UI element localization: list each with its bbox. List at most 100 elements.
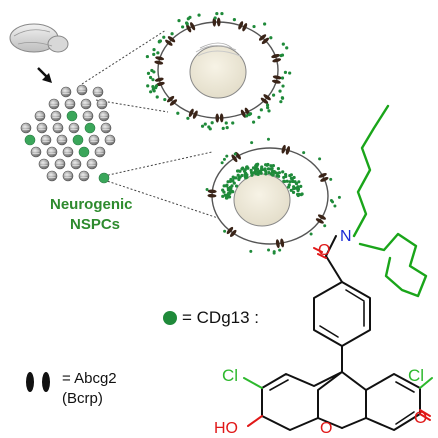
probe-dot: [246, 166, 250, 170]
cell-cluster: [20, 84, 116, 184]
probe-dot: [297, 180, 301, 184]
chlorine-left-label: Cl: [222, 366, 239, 385]
probe-dot: [241, 166, 245, 170]
cluster-cell: [64, 98, 76, 110]
probe-dot: [225, 183, 229, 188]
abcg2-transporter: [258, 34, 270, 45]
abcg2-transporter: [275, 238, 285, 249]
probe-dot: [154, 84, 159, 88]
probe-dot: [230, 189, 234, 194]
hydroxyl-label: HO: [214, 420, 238, 437]
bcrp-legend-label: (Bcrp): [62, 390, 103, 407]
probe-dot: [267, 248, 271, 252]
probe-dot: [234, 184, 239, 188]
probe-dot: [323, 224, 327, 228]
cluster-cell: [34, 110, 46, 122]
probe-dot: [288, 71, 292, 75]
probe-dot: [259, 108, 263, 112]
probe-dot: [299, 192, 303, 197]
probe-dot: [259, 171, 263, 175]
abcg2-transporter: [165, 36, 176, 46]
probe-dot: [248, 112, 253, 116]
cdg13-legend-label: = CDg13 :: [182, 308, 260, 327]
probe-dot: [186, 116, 190, 120]
probe-dot: [257, 115, 261, 119]
nspc-cell: [72, 134, 84, 146]
ring-oxygen-label: O: [320, 420, 333, 437]
probe-dot: [151, 78, 155, 82]
probe-dot: [299, 184, 303, 188]
probe-dot: [269, 172, 273, 176]
cluster-cell: [100, 122, 112, 134]
probe-dot: [271, 93, 276, 97]
probe-dot: [152, 52, 156, 56]
probe-dot: [213, 16, 217, 20]
probe-dot: [151, 85, 155, 89]
probe-dot: [282, 179, 287, 184]
probe-dot: [267, 109, 271, 113]
abcg2-transporter: [166, 95, 178, 106]
probe-dot: [221, 126, 225, 130]
probe-dot: [318, 157, 322, 161]
probe-dot: [297, 192, 301, 196]
probe-dot: [146, 71, 151, 75]
probe-dot: [280, 76, 285, 80]
probe-dot: [220, 161, 224, 165]
cluster-cell: [36, 122, 48, 134]
abcg2-transporter: [260, 94, 271, 104]
cdg13-legend-dot: [163, 311, 177, 325]
cluster-cell: [98, 110, 110, 122]
probe-dot: [263, 22, 267, 26]
probe-dot: [222, 184, 226, 188]
cluster-cell: [68, 122, 80, 134]
abcg2-transporter: [271, 75, 282, 84]
connector-lines: [81, 29, 231, 223]
probe-dot: [145, 54, 149, 59]
cluster-cell: [78, 170, 90, 182]
probe-dots-outside: [145, 11, 292, 131]
probe-dot: [277, 174, 281, 178]
cluster-cell: [92, 86, 104, 98]
cluster-cell: [46, 170, 58, 182]
probe-dot: [210, 121, 214, 125]
neurogenic-label: Neurogenic: [50, 196, 133, 213]
cluster-cell: [94, 146, 106, 158]
cluster-cell: [54, 158, 66, 170]
cluster-cell: [38, 158, 50, 170]
probe-dot: [280, 96, 285, 100]
abcg2-transporter: [226, 226, 237, 237]
abcg2-transporter: [281, 144, 291, 155]
abcg2-transporter: [315, 214, 326, 224]
probe-dot: [266, 137, 270, 141]
probe-dot: [252, 24, 256, 29]
cluster-cell: [62, 146, 74, 158]
probe-dot: [232, 18, 237, 22]
probe-dot: [220, 11, 224, 16]
probe-dot: [188, 15, 192, 19]
probe-dot: [222, 157, 226, 161]
probe-dot: [163, 97, 167, 102]
probe-dot: [250, 173, 254, 177]
abcg2-transporter: [318, 172, 329, 182]
probe-dot: [231, 121, 235, 125]
abcg2-transporter: [212, 17, 221, 27]
probe-dot: [235, 169, 240, 173]
abcg2-transporter: [154, 77, 165, 87]
probe-dot: [249, 171, 254, 175]
probe-dot: [281, 42, 285, 46]
arrow-icon: [37, 67, 52, 83]
probe-dot: [264, 172, 268, 176]
cluster-cell: [86, 158, 98, 170]
probe-dot: [152, 47, 156, 52]
probe-dot: [252, 120, 256, 124]
probe-dot: [278, 89, 282, 93]
probe-dot: [294, 181, 299, 186]
probe-dot: [256, 172, 260, 176]
probe-dot: [272, 250, 276, 254]
cluster-cell: [80, 98, 92, 110]
probe-dot: [281, 84, 285, 88]
probe-dot: [225, 125, 229, 130]
cluster-cell: [70, 158, 82, 170]
probe-dot: [243, 172, 247, 177]
abcg2-transporter: [215, 113, 224, 123]
